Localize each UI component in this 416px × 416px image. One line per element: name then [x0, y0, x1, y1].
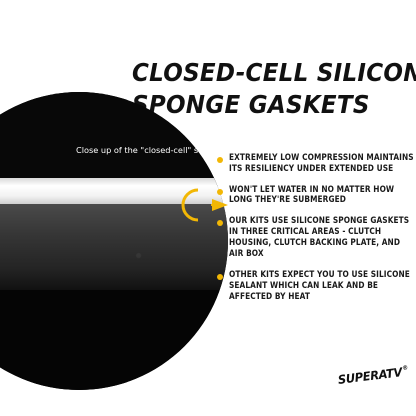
bullet-dot-icon: [217, 157, 223, 163]
gasket-foam-band: [0, 204, 228, 290]
bullet-dot-icon: [217, 220, 223, 227]
gasket-skin-band: [0, 178, 228, 204]
list-item: EXTREMELY LOW COMPRESSION MAINTAINS ITS …: [213, 153, 414, 175]
closeup-bottom-region: [0, 290, 228, 390]
list-item-text: OTHER KITS EXPECT YOU TO USE SILICONE SE…: [229, 270, 410, 302]
closeup-dark-region: [0, 92, 228, 186]
bullet-dot-icon: [217, 188, 223, 195]
list-item-text: WON'T LET WATER IN NO MATTER HOW LONG TH…: [229, 184, 395, 206]
bullet-dot-icon: [217, 274, 223, 281]
list-item-text: EXTREMELY LOW COMPRESSION MAINTAINS ITS …: [229, 153, 414, 174]
list-item: OUR KITS USE SILICONE SPONGE GASKETS IN …: [213, 216, 413, 259]
feature-list: EXTREMELY LOW COMPRESSION MAINTAINS ITS …: [213, 153, 414, 303]
brand-logo: SUPERATV®: [337, 364, 409, 387]
brand-logo-text: SUPERATV: [337, 365, 403, 387]
title-line-1: CLOSED-CELL SILICONE: [132, 58, 416, 87]
closeup-image: [0, 92, 228, 390]
list-item: OTHER KITS EXPECT YOU TO USE SILICONE SE…: [213, 270, 413, 302]
trademark-symbol: ®: [402, 364, 409, 373]
list-item: WON'T LET WATER IN NO MATTER HOW LONG TH…: [213, 185, 413, 207]
list-item-text: OUR KITS USE SILICONE SPONGE GASKETS IN …: [229, 216, 410, 259]
closeup-caption: Close up of the "closed-cell" structure: [76, 145, 232, 155]
